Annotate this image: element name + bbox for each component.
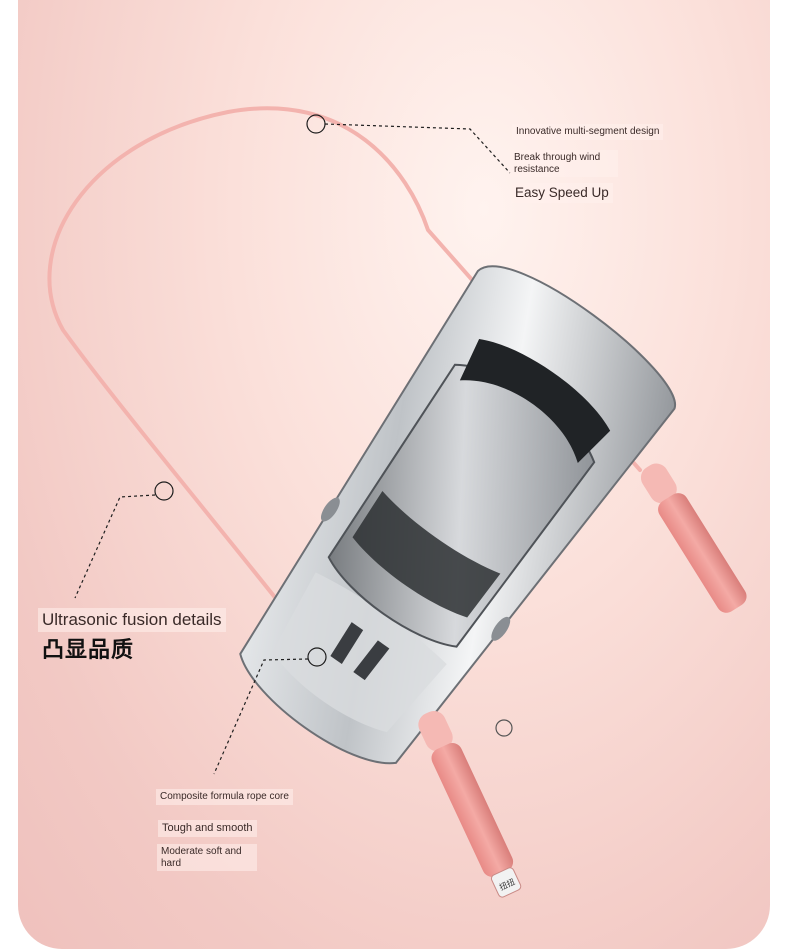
callout-top-line1: Innovative multi-segment design	[512, 124, 664, 140]
callout-circle-top	[306, 114, 326, 134]
leader-left	[74, 494, 156, 599]
callout-top-line2: Break through wind resistance	[510, 150, 618, 177]
leader-top	[324, 123, 511, 174]
callout-top-line3: Easy Speed Up	[511, 183, 613, 203]
callout-bottom-line3: Moderate soft and hard	[157, 844, 257, 871]
callout-circle-bottom	[307, 647, 327, 667]
callout-bottom-line1: Composite formula rope core	[156, 789, 293, 805]
callout-markers	[74, 114, 513, 775]
rope-handle-right	[640, 463, 747, 613]
sports-car-image	[239, 265, 676, 765]
callout-circle-left	[154, 481, 174, 501]
callout-left-line2: 凸显品质	[42, 637, 135, 662]
callout-circle-car	[495, 719, 513, 737]
rope-handle-left: 扭扭	[418, 710, 522, 898]
product-scene: 扭扭	[47, 106, 747, 898]
product-panel: 扭扭 Innovative multi-segment design Break…	[18, 0, 770, 949]
jump-rope-cord	[47, 106, 642, 700]
leader-bottom	[213, 658, 309, 775]
callout-bottom-line2: Tough and smooth	[158, 820, 257, 837]
callout-left-line1: Ultrasonic fusion details	[38, 608, 226, 632]
